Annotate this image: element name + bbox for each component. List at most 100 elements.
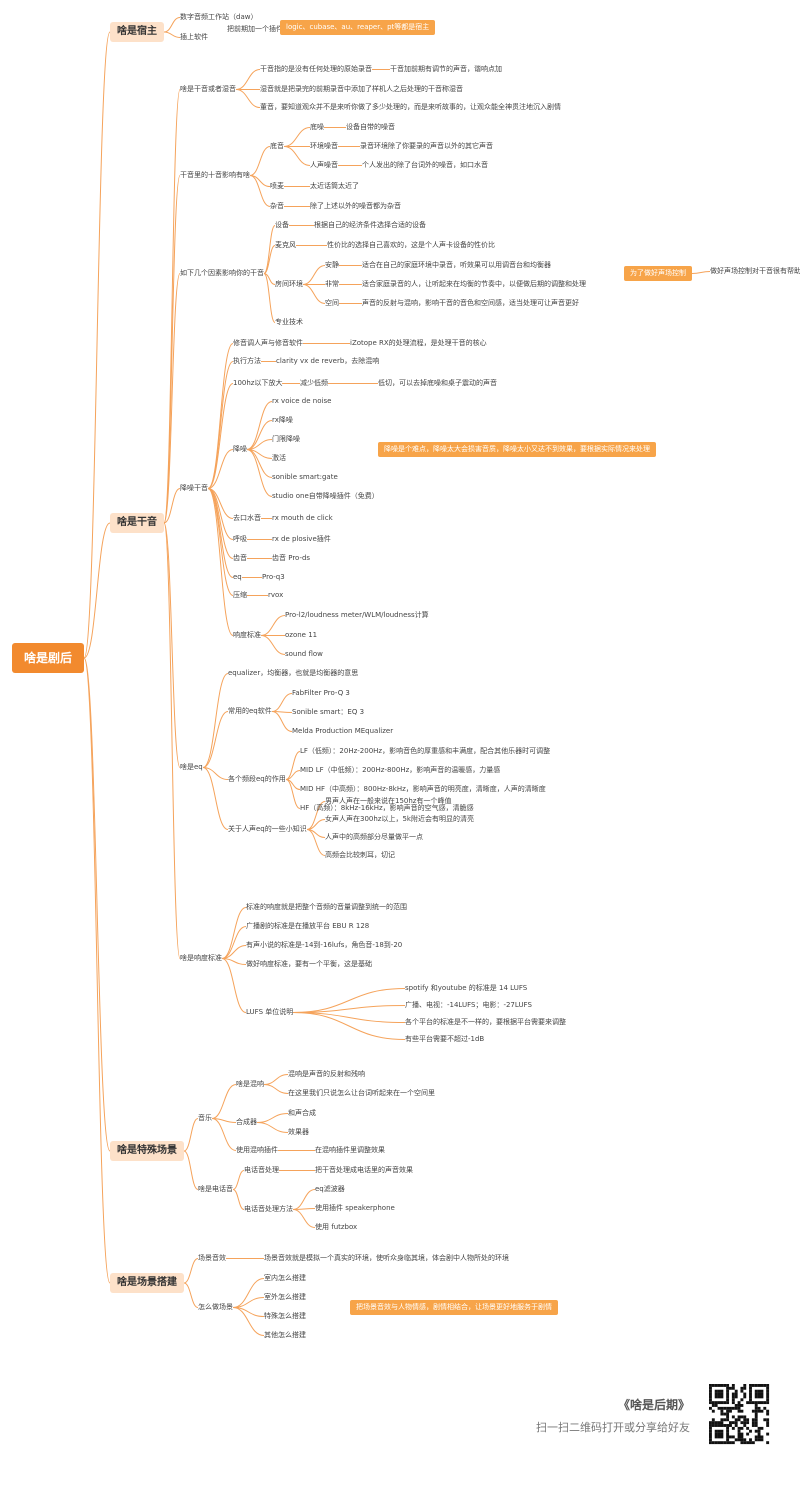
topic-node: 在混响插件里调整效果 (315, 1146, 385, 1154)
topic-node: 人声中的高频部分尽量做平一点 (325, 833, 423, 841)
topic-node: equalizer，均衡器，也就是均衡器的意思 (228, 669, 359, 677)
topic-node: 使用 futzbox (315, 1223, 358, 1231)
topic-node: 底音 (270, 142, 284, 150)
connector-line (202, 767, 229, 830)
scene-callout: 把场景音效与人物情感，剧情相结合，让场景更好地服务于剧情 (350, 1300, 558, 1315)
connector-line (221, 926, 247, 959)
topic-node: 麦克风 (275, 241, 296, 249)
topic-node: rx降噪 (272, 416, 293, 424)
connector-line (246, 401, 273, 450)
connector-line (302, 265, 326, 285)
topic-node: 高频会比较刺耳，切记 (325, 851, 395, 859)
connector-line (292, 1005, 406, 1013)
connector-line (235, 69, 261, 90)
topic-node: rx de plosive插件 (272, 535, 331, 543)
qr-code-icon[interactable] (708, 1383, 770, 1445)
connector-line (292, 1189, 316, 1210)
topic-node: 混响是声音的反射和残响 (288, 1070, 365, 1078)
room-callout: 为了做好声场控制 (624, 266, 692, 281)
connector-line (211, 1084, 237, 1119)
topic-node: 使用混响插件 (236, 1146, 278, 1154)
branch-node: 啥是场景搭建 (110, 1273, 184, 1293)
connector-line (207, 361, 234, 489)
topic-node: 效果器 (288, 1128, 309, 1136)
topic-node: Melda Production MEqualizer (292, 727, 394, 735)
topic-node: 干音加前期有调节的声音，谐响点加 (390, 65, 502, 73)
connector-line (249, 146, 271, 176)
footer: 《啥是后期》 扫一扫二维码打开或分享给好友 (490, 1396, 690, 1435)
connector-line (83, 657, 111, 1152)
topic-node: rx mouth de click (272, 514, 333, 522)
topic-node: 执行方法 (233, 357, 261, 365)
connector-line (221, 945, 247, 959)
connector-line (292, 1012, 406, 1040)
topic-node: 环境噪音 (310, 142, 338, 150)
topic-node: 齿音 Pro-ds (272, 554, 311, 562)
branch-node: 啥是干音 (110, 513, 164, 533)
topic-node: 合成器 (236, 1118, 257, 1126)
connector-line (163, 522, 181, 959)
connector-line (292, 988, 406, 1013)
topic-node: Pro-q3 (262, 573, 285, 581)
topic-node: eq滤波器 (315, 1185, 345, 1193)
topic-node: 关于人声eq的一些小知识 (228, 825, 307, 833)
topic-node: 男声人声在一般来说在150hz有一个峰值 (325, 797, 452, 805)
topic-node: 除了上述以外的噪音都为杂音 (310, 202, 401, 210)
connector-line (285, 779, 301, 809)
footer-title: 《啥是后期》 (617, 1398, 690, 1412)
topic-node: 和声合成 (288, 1109, 316, 1117)
topic-node: 适合家庭录音的人，让听起来在均衡的节奏中，以便做后期的调整和处理 (362, 280, 586, 288)
topic-node: eq (233, 573, 242, 581)
connector-line (211, 1118, 237, 1151)
topic-node: 啥是响度标准 (180, 954, 222, 962)
topic-node: 湿音就是把录完的前期录音中添加了样机人之后处理的干音称湿音 (260, 85, 463, 93)
topic-node: 使用插件 speakerphone (315, 1204, 395, 1212)
topic-node: 呼吸 (233, 535, 247, 543)
root-node: 啥是剧后 (12, 643, 85, 673)
connector-line (263, 1084, 289, 1094)
connector-line (263, 1074, 289, 1085)
connector-line (306, 829, 326, 856)
connector-line (260, 615, 286, 636)
topic-node: 常用的eq软件 (228, 707, 272, 715)
connector-line (183, 1258, 199, 1284)
topic-node: 100hz以下放大 (233, 379, 283, 387)
topic-node: rx voice de noise (272, 397, 332, 405)
connector-line (302, 284, 326, 304)
topic-node: 性价比的选择自己喜欢的，这是个人声卡设备的性价比 (327, 241, 495, 249)
topic-node: 音乐 (198, 1114, 212, 1122)
topic-node: 降噪干音 (180, 484, 208, 492)
topic-node: 喷麦 (270, 182, 284, 190)
topic-node: 有些平台需要不超过-1dB (405, 1035, 485, 1043)
connector-line (207, 488, 234, 559)
connector-line (183, 1150, 199, 1190)
topic-node: 各个平台的标准是不一样的，要根据平台需要来调整 (405, 1018, 566, 1026)
topic-node: FabFilter Pro-Q 3 (292, 689, 350, 697)
topic-node: 设备 (275, 221, 289, 229)
topic-node: 把干音处理成电话里的声音效果 (315, 1166, 413, 1174)
topic-node: 压缩 (233, 591, 247, 599)
topic-node: 啥是混响 (236, 1080, 264, 1088)
topic-node: 底噪 (310, 123, 324, 131)
topic-node: LUFS 单位说明 (246, 1008, 294, 1016)
connector-line (256, 1122, 289, 1133)
connector-line (283, 146, 311, 166)
connector-line (207, 449, 234, 489)
topic-node: 标准的响度就是把整个音频的音量调整到统一的范围 (246, 903, 407, 911)
connector-line (232, 1307, 265, 1336)
topic-node: sonible smart:gate (272, 473, 338, 481)
footer-subtitle: 扫一扫二维码打开或分享给好友 (536, 1421, 690, 1434)
topic-node: 董音，要知道观众并不是来听你做了多少处理的，而是来听故事的，让观众能全神贯注地沉… (260, 103, 561, 111)
topic-node: 啥是电话音 (198, 1185, 233, 1193)
connector-line (163, 488, 181, 524)
connector-line (249, 175, 271, 207)
connector-line (232, 1278, 265, 1308)
connector-line (202, 673, 229, 768)
connector-line (221, 958, 247, 1013)
topic-node: 广播、电视：-14LUFS；电影：-27LUFS (405, 1001, 532, 1009)
connector-line (271, 711, 293, 732)
connector-line (306, 801, 326, 830)
topic-node: 干音里的十音影响有啥 (180, 171, 250, 179)
connector-line (263, 245, 276, 274)
